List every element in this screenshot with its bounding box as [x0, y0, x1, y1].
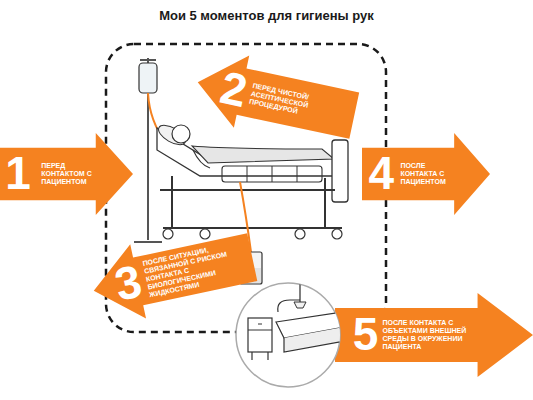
step-arrow: 2ПЕРЕД ЧИСТОЙ/АСЕПТИЧЕСКОЙ ПРОЦЕДУРОЙ: [190, 46, 362, 152]
patient-head: [172, 125, 190, 143]
wheel: [332, 229, 342, 239]
inset-scene: [248, 283, 350, 360]
lamp: [294, 302, 306, 308]
bedside-table: [248, 318, 272, 352]
iv-base: [134, 241, 162, 243]
arrow-fill: [86, 220, 260, 328]
patient-zone: [106, 44, 386, 332]
inset-circle: [236, 283, 340, 387]
bed-base: [163, 227, 342, 229]
bed-legs: [172, 176, 325, 228]
iv-bag: [139, 63, 157, 93]
patient-arm: [193, 150, 210, 168]
step-arrow: 5ПОСЛЕ КОНТАКТА С ОБЪЕКТАМИ ВНЕШНЕЙ СРЕД…: [335, 293, 533, 377]
step-label: ПОСЛЕ КОНТАКТА С ОБЪЕКТАМИ ВНЕШНЕЙ СРЕДЫ…: [383, 308, 474, 362]
wheel: [163, 229, 173, 239]
lamp-cord: [299, 283, 301, 302]
arrow-fill: [0, 133, 133, 215]
blanket: [192, 146, 334, 163]
iv-hook: [140, 59, 156, 61]
table-drawer: [248, 324, 272, 330]
arrow-fill: [362, 133, 490, 215]
step-arrow: 4ПОСЛЕ КОНТАКТА С ПАЦИЕНТОМ: [362, 133, 490, 215]
bed-rail: [278, 300, 300, 312]
rail-bars: [247, 166, 297, 182]
title: Мои 5 моментов для гигиены рук: [0, 8, 533, 23]
step-number: 1: [5, 150, 31, 196]
side-rail: [222, 166, 322, 182]
step-label: ПОСЛЕ СИТУАЦИИ, СВЯЗАННОЙ С РИСКОМ КОНТА…: [141, 235, 249, 303]
footboard: [332, 140, 348, 202]
table-legs: [252, 352, 268, 360]
arrow-fill: [190, 46, 362, 152]
step-number: 5: [353, 311, 379, 357]
wheel: [295, 229, 305, 239]
step-arrow: 1ПЕРЕД КОНТАКТОМ С ПАЦИЕНТОМ: [0, 133, 133, 215]
step-arrow: 3ПОСЛЕ СИТУАЦИИ, СВЯЗАННОЙ С РИСКОМ КОНТ…: [86, 220, 260, 328]
step-label: ПЕРЕД КОНТАКТОМ С ПАЦИЕНТОМ: [41, 148, 97, 200]
arrow-fill: [335, 293, 533, 377]
step-label: ПОСЛЕ КОНТАКТА С ПАЦИЕНТОМ: [400, 148, 454, 200]
step-number: 4: [368, 150, 394, 196]
step-label: ПЕРЕД ЧИСТОЙ/АСЕПТИЧЕСКОЙ ПРОЦЕДУРОЙ: [246, 71, 353, 138]
bed-frame: [160, 189, 335, 191]
wheel: [200, 229, 210, 239]
